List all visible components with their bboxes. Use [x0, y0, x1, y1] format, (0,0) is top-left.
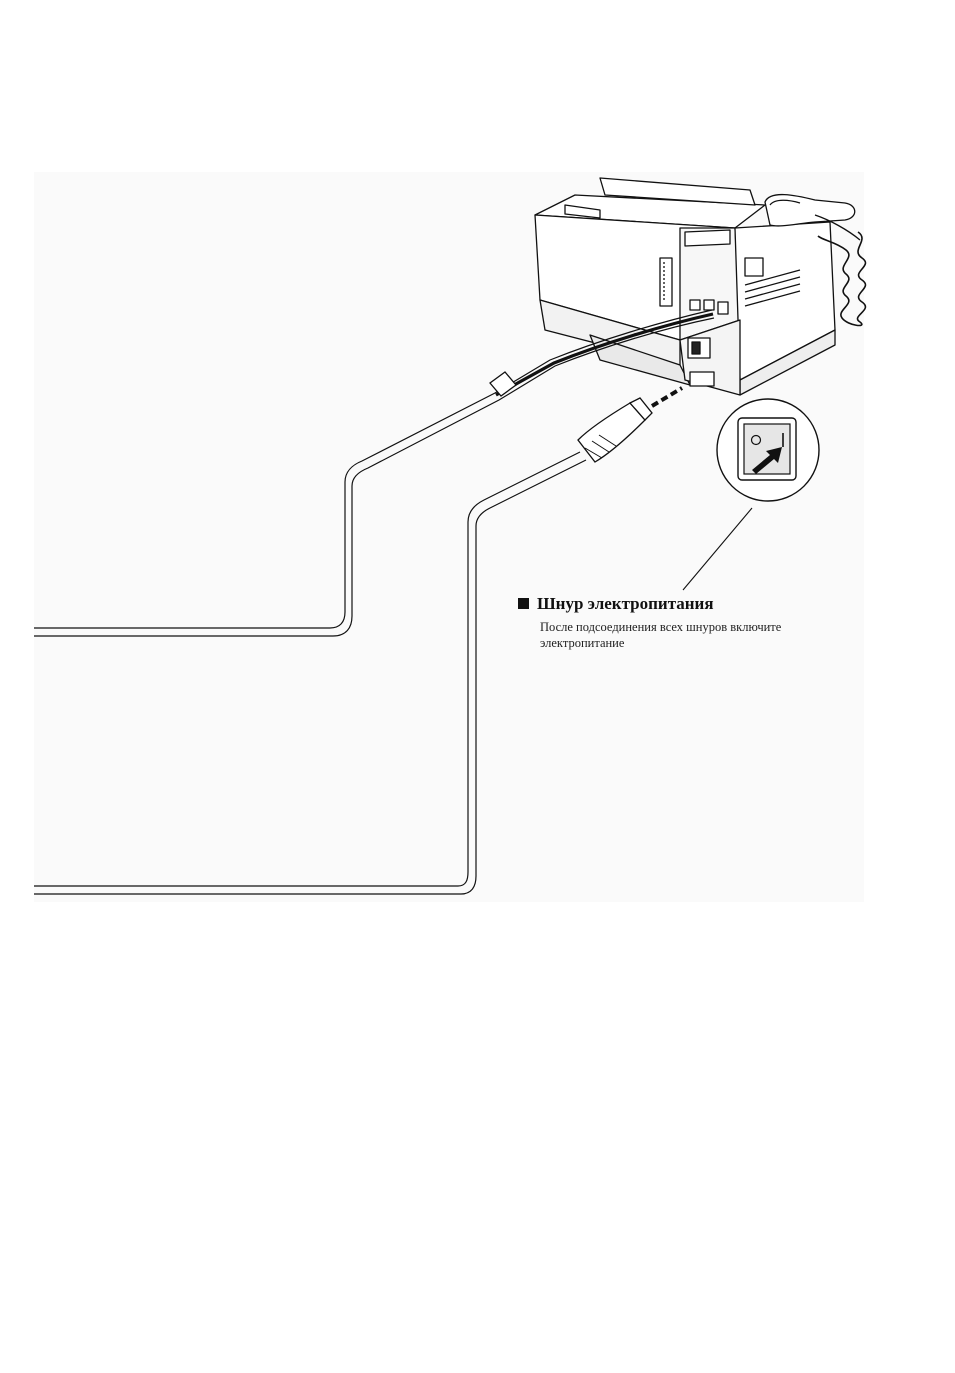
- caption-title-text: Шнур электропитания: [537, 594, 714, 613]
- caption-block: Шнур электропитания После подсоединения …: [518, 593, 863, 651]
- switch-zoom: [683, 399, 819, 590]
- caption-body: После подсоединения всех шнуров включите…: [540, 619, 863, 651]
- black-square-icon: [518, 598, 529, 609]
- caption-title: Шнур электропитания: [518, 593, 863, 615]
